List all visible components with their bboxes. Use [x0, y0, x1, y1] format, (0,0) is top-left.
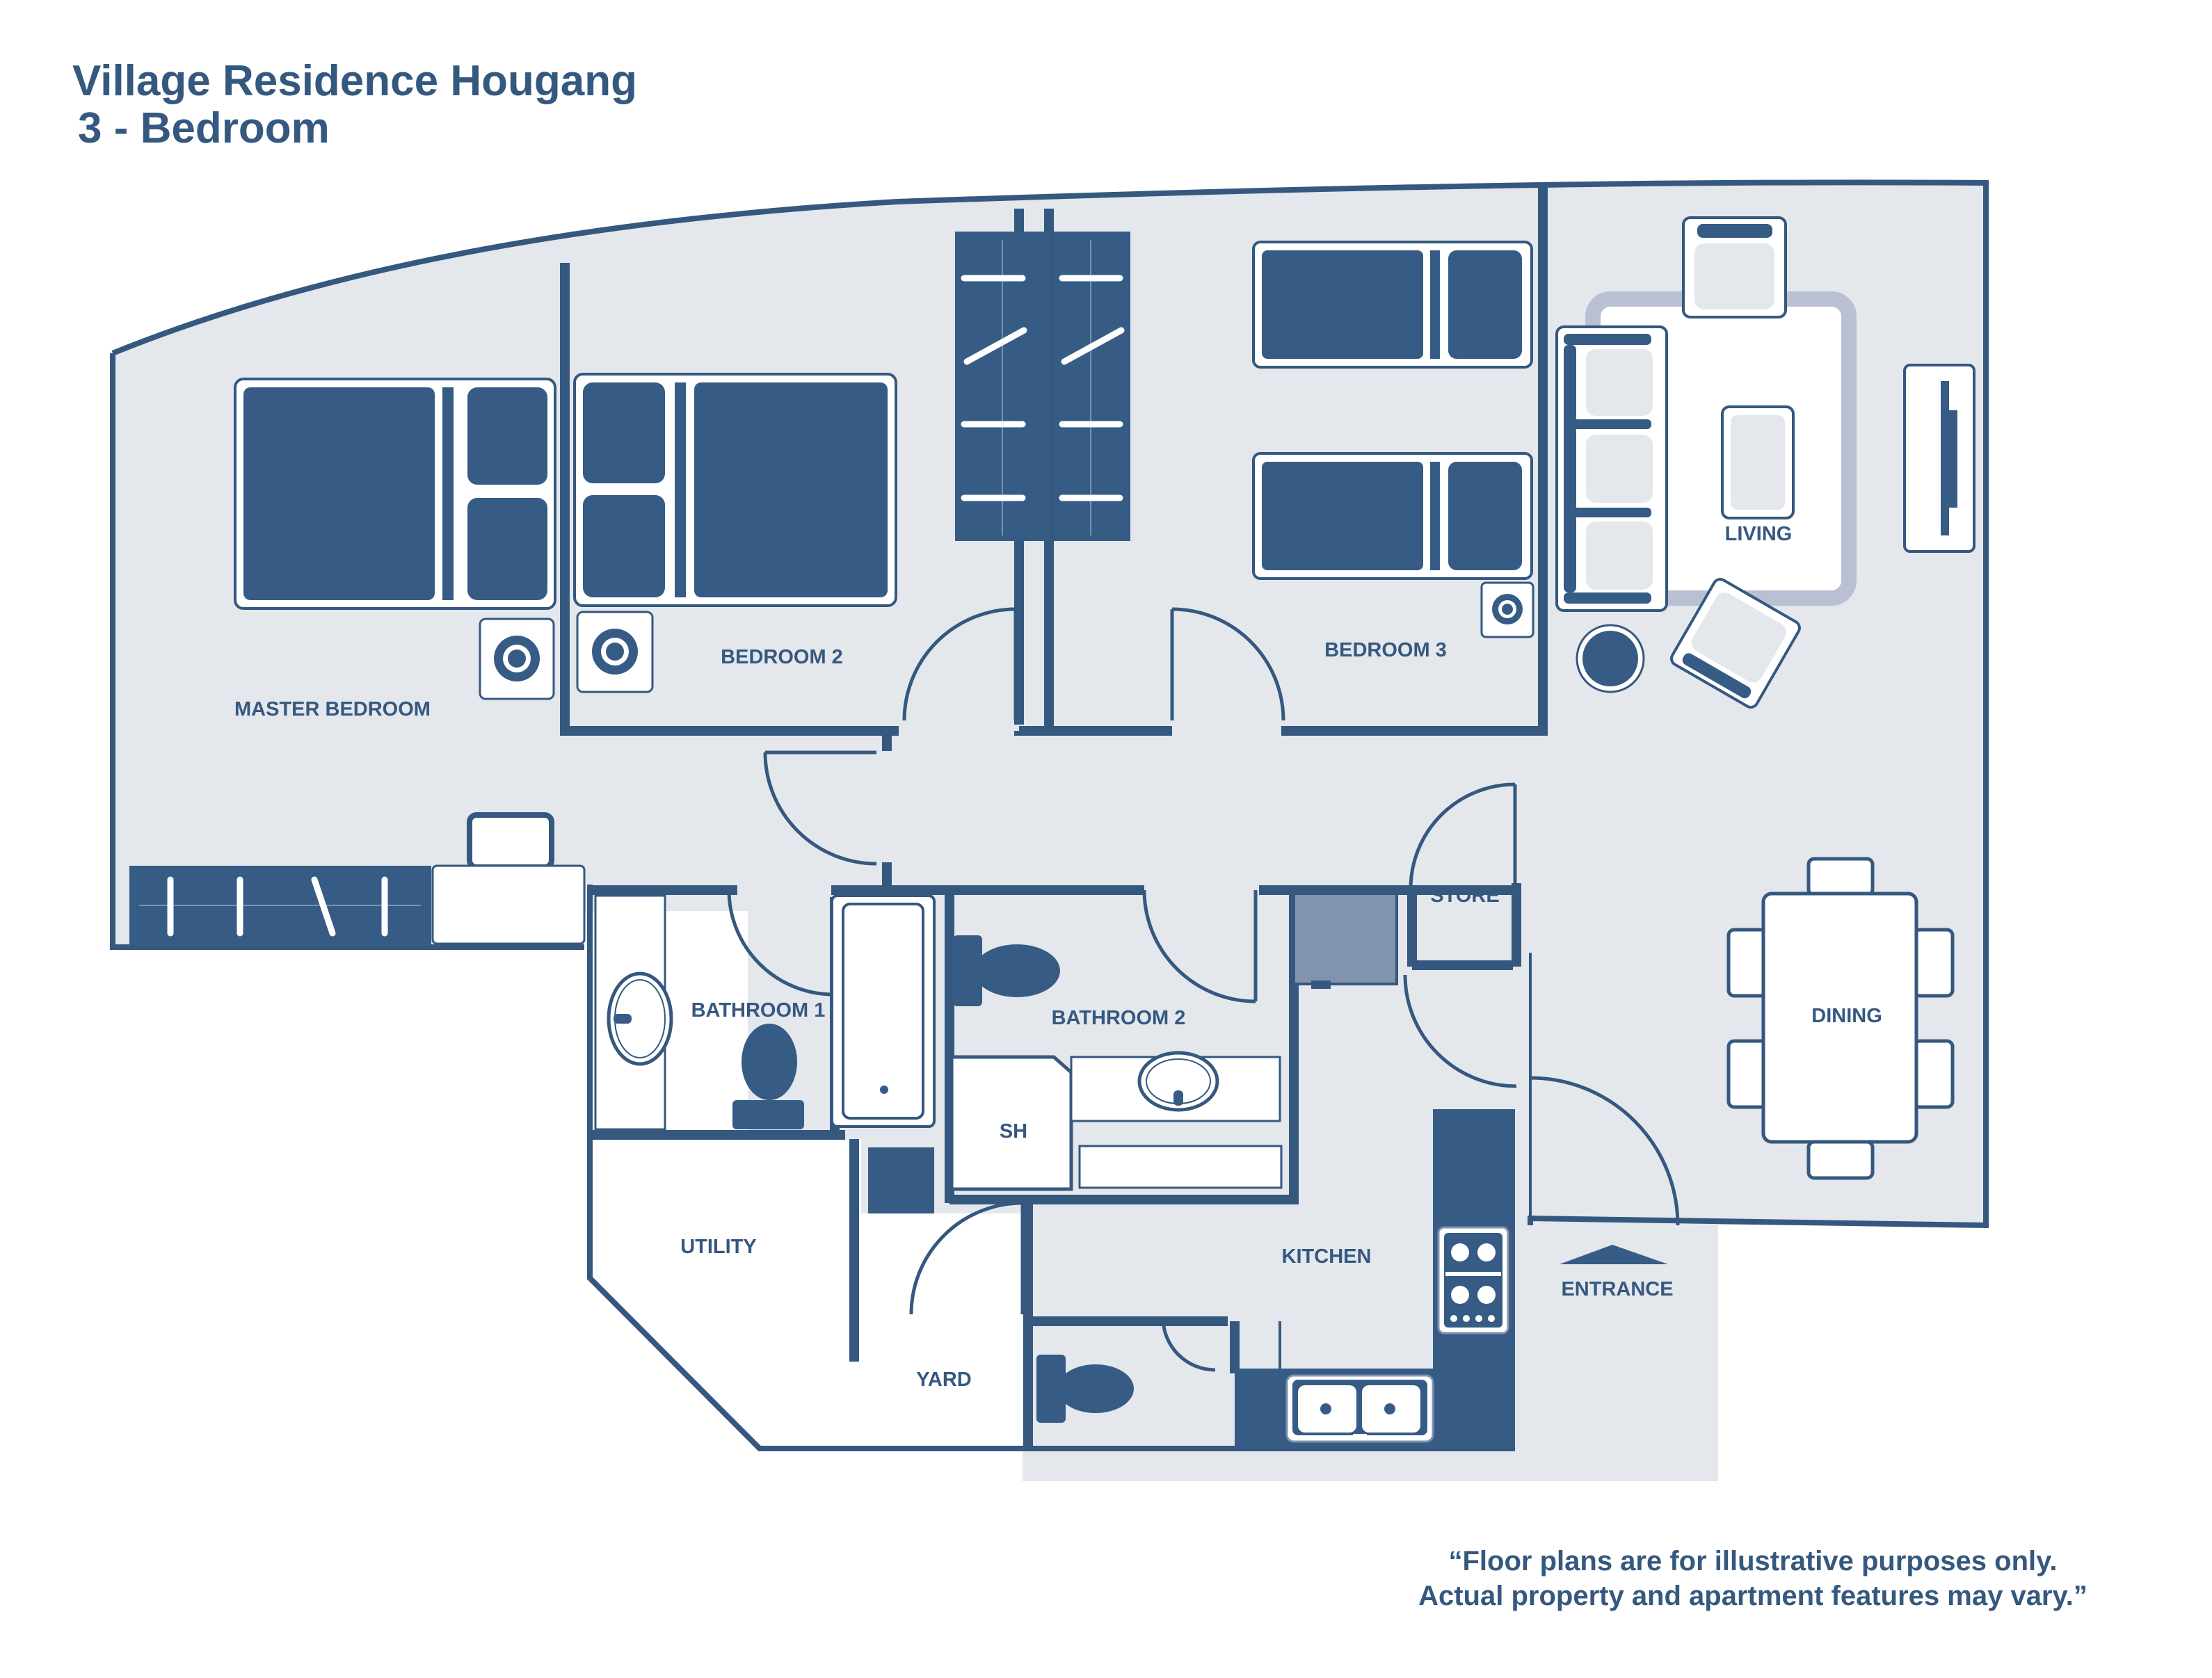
sofa-icon [1555, 325, 1668, 612]
sink-icon [594, 894, 673, 1131]
thin-walls [1266, 953, 1532, 1377]
label-entrance: ENTRANCE [1561, 1278, 1673, 1300]
master-bed [234, 378, 556, 610]
utility-yard-area [590, 1139, 1023, 1449]
wardrobe [1054, 232, 1130, 541]
bedside-lamp-icon [576, 611, 654, 693]
label-shower: SH [1000, 1120, 1027, 1143]
door-swings [727, 607, 1680, 1372]
label-kitchen: KITCHEN [1282, 1245, 1372, 1268]
sink-icon [1070, 1051, 1281, 1122]
toilet-icon [732, 1024, 804, 1129]
bedside-lamp-icon [1480, 581, 1534, 638]
water-heater-icon [868, 1147, 934, 1213]
page-subtitle: 3 - Bedroom [78, 104, 330, 152]
dining-table-icon [1726, 857, 1955, 1180]
toilet-icon [1036, 1355, 1134, 1423]
kitchen-sink-icon [1285, 1374, 1434, 1443]
bathtub-icon [831, 894, 936, 1128]
tv-console-icon [1903, 364, 1975, 553]
desk-icon [431, 812, 586, 945]
label-yard: YARD [916, 1369, 972, 1391]
bedroom-2-bed [573, 373, 897, 607]
label-dining: DINING [1811, 1005, 1882, 1027]
page-title: Village Residence Hougang [72, 57, 637, 105]
armchair-icon [1670, 578, 1801, 709]
disclaimer-line: Actual property and apartment features m… [1418, 1581, 2087, 1611]
label-bedroom-2: BEDROOM 2 [721, 646, 843, 668]
label-living: LIVING [1725, 523, 1793, 545]
label-utility: UTILITY [680, 1236, 757, 1258]
stove-icon [1437, 1226, 1509, 1334]
label-master-bedroom: MASTER BEDROOM [234, 698, 431, 720]
shower-icon [949, 1055, 1073, 1191]
label-store: STORE [1430, 885, 1499, 907]
toilet-icon [953, 935, 1060, 1006]
entrance-arrow-icon [1560, 1245, 1668, 1264]
side-table-icon [1576, 624, 1645, 693]
vanity-counter [1078, 1145, 1283, 1189]
outer-walls [110, 179, 1989, 1451]
label-bathroom-1: BATHROOM 1 [691, 999, 826, 1022]
wardrobe [129, 866, 431, 946]
fridge-icon [1292, 892, 1398, 989]
armchair-icon [1682, 216, 1787, 318]
bedroom-3-bed [1252, 452, 1533, 580]
bedroom-3-bed [1252, 241, 1533, 369]
bedside-lamp-icon [479, 618, 555, 700]
disclaimer-line: “Floor plans are for illustrative purpos… [1448, 1546, 2058, 1576]
label-bathroom-2: BATHROOM 2 [1052, 1007, 1186, 1029]
coffee-table-icon [1721, 405, 1795, 519]
label-bedroom-3: BEDROOM 3 [1324, 639, 1447, 661]
wardrobe [955, 232, 1050, 541]
disclaimer: “Floor plans are for illustrative purpos… [1370, 1544, 2135, 1613]
